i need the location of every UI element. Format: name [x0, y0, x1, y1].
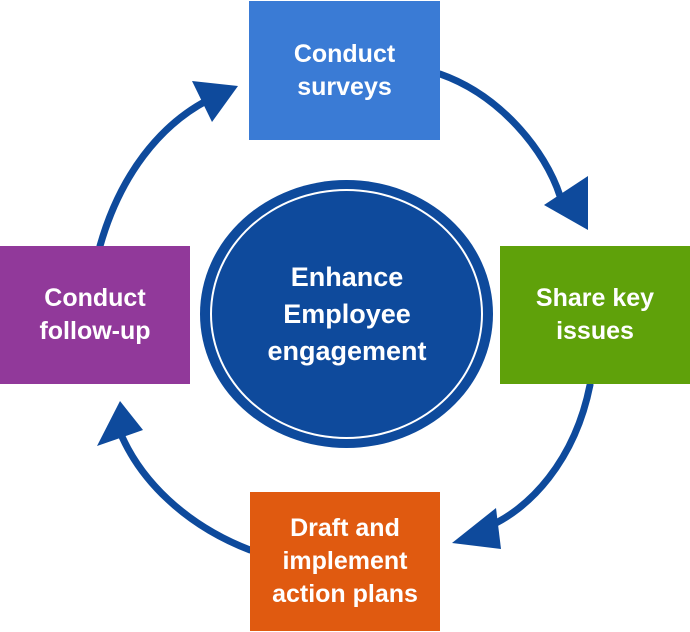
step-conduct-follow-up: Conduct follow-up	[0, 246, 190, 384]
arrowhead-follow-to-surveys	[192, 81, 238, 122]
center-label-line: Employee	[283, 298, 411, 329]
arrowhead-draft-to-follow	[97, 401, 143, 446]
step-label-line: Draft and	[290, 514, 400, 542]
center-label-line: engagement	[267, 335, 427, 366]
arrow-draft-to-follow	[116, 428, 254, 554]
step-conduct-surveys: Conduct surveys	[249, 1, 440, 140]
arrowhead-surveys-to-share	[544, 176, 588, 230]
step-share-key-issues: Share key issues	[500, 246, 690, 384]
step-label-line: Conduct	[293, 39, 396, 68]
step-label-line: implement	[282, 547, 408, 575]
arrow-share-to-draft	[481, 381, 594, 532]
step-label-line: action plans	[272, 580, 418, 608]
step-label-line: Share key	[535, 284, 655, 312]
step-draft-action-plans: Draft and implement action plans	[250, 492, 440, 631]
step-label-line: Conduct	[44, 284, 146, 312]
center-label-line: Enhance	[290, 261, 404, 292]
arrow-surveys-to-share	[436, 70, 564, 200]
center-circle-ring	[210, 189, 483, 439]
center-label: Enhance Employee engagement	[222, 200, 472, 428]
arrow-follow-to-surveys	[96, 96, 212, 250]
step-label-line: follow-up	[39, 317, 151, 345]
step-label-line: issues	[556, 317, 634, 345]
step-label-line: surveys	[297, 72, 392, 101]
arrowhead-share-to-draft	[452, 508, 501, 549]
